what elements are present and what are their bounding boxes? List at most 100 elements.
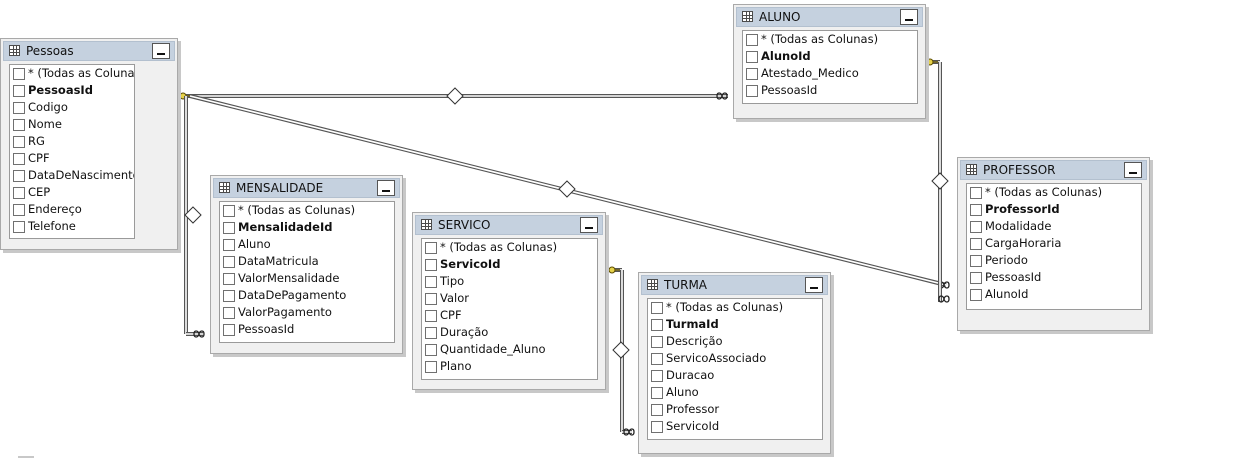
column-row[interactable]: MensalidadeId [220, 219, 394, 236]
column-checkbox[interactable] [425, 275, 437, 288]
column-checkbox[interactable] [223, 221, 235, 234]
column-row[interactable]: Valor [422, 290, 597, 307]
column-checkbox[interactable] [651, 369, 663, 382]
column-checkbox[interactable] [13, 67, 25, 80]
table-title-bar[interactable]: SERVICO [415, 215, 603, 235]
column-checkbox[interactable] [651, 318, 663, 331]
column-row[interactable]: CargaHoraria [967, 235, 1141, 252]
column-row[interactable]: ServicoId [422, 256, 597, 273]
column-row[interactable]: * (Todas as Colunas) [220, 202, 394, 219]
column-row[interactable]: * (Todas as Colunas) [648, 299, 822, 316]
column-checkbox[interactable] [13, 203, 25, 216]
column-row[interactable]: ServicoAssociado [648, 350, 822, 367]
column-checkbox[interactable] [223, 272, 235, 285]
column-checkbox[interactable] [651, 403, 663, 416]
minimize-button[interactable] [377, 180, 395, 196]
column-row[interactable]: ValorPagamento [220, 304, 394, 321]
column-row[interactable]: Aluno [648, 384, 822, 401]
column-row[interactable]: TurmaId [648, 316, 822, 333]
column-checkbox[interactable] [970, 288, 982, 301]
column-checkbox[interactable] [425, 360, 437, 373]
column-row[interactable]: PessoasId [743, 82, 917, 99]
column-row[interactable]: CPF [10, 150, 134, 167]
table-professor[interactable]: PROFESSOR * (Todas as Colunas)ProfessorI… [957, 157, 1150, 331]
column-checkbox[interactable] [425, 326, 437, 339]
column-row[interactable]: * (Todas as Colunas) [422, 239, 597, 256]
column-row[interactable]: RG [10, 133, 134, 150]
column-checkbox[interactable] [425, 241, 437, 254]
column-row[interactable]: DataDeNascimento [10, 167, 134, 184]
column-checkbox[interactable] [746, 84, 758, 97]
column-row[interactable]: Duração [422, 324, 597, 341]
column-checkbox[interactable] [651, 335, 663, 348]
column-row[interactable]: * (Todas as Colunas) [743, 31, 917, 48]
column-checkbox[interactable] [651, 352, 663, 365]
column-checkbox[interactable] [13, 84, 25, 97]
column-row[interactable]: PessoasId [967, 269, 1141, 286]
column-row[interactable]: Nome [10, 116, 134, 133]
column-row[interactable]: Endereço [10, 201, 134, 218]
column-checkbox[interactable] [425, 309, 437, 322]
table-title-bar[interactable]: MENSALIDADE [213, 178, 400, 198]
column-checkbox[interactable] [970, 271, 982, 284]
minimize-button[interactable] [805, 277, 823, 293]
column-checkbox[interactable] [970, 254, 982, 267]
minimize-button[interactable] [152, 43, 170, 59]
column-checkbox[interactable] [223, 323, 235, 336]
minimize-button[interactable] [900, 9, 918, 25]
column-checkbox[interactable] [970, 237, 982, 250]
table-title-bar[interactable]: Pessoas [3, 41, 175, 61]
table-mensalidade[interactable]: MENSALIDADE * (Todas as Colunas)Mensalid… [210, 175, 403, 354]
column-row[interactable]: ProfessorId [967, 201, 1141, 218]
column-checkbox[interactable] [970, 186, 982, 199]
column-row[interactable]: PessoasId [10, 82, 134, 99]
column-row[interactable]: Telefone [10, 218, 134, 235]
column-row[interactable]: Modalidade [967, 218, 1141, 235]
table-title-bar[interactable]: PROFESSOR [960, 160, 1147, 180]
column-row[interactable]: * (Todas as Colunas) [967, 184, 1141, 201]
column-row[interactable]: Tipo [422, 273, 597, 290]
column-row[interactable]: Aluno [220, 236, 394, 253]
column-row[interactable]: * (Todas as Colunas) [10, 65, 134, 82]
column-checkbox[interactable] [13, 101, 25, 114]
column-checkbox[interactable] [13, 118, 25, 131]
column-checkbox[interactable] [223, 255, 235, 268]
column-checkbox[interactable] [425, 258, 437, 271]
column-checkbox[interactable] [970, 220, 982, 233]
column-row[interactable]: DataMatricula [220, 253, 394, 270]
column-checkbox[interactable] [223, 204, 235, 217]
column-row[interactable]: ValorMensalidade [220, 270, 394, 287]
column-row[interactable]: Atestado_Medico [743, 65, 917, 82]
column-checkbox[interactable] [425, 343, 437, 356]
column-row[interactable]: Periodo [967, 252, 1141, 269]
minimize-button[interactable] [1124, 162, 1142, 178]
column-checkbox[interactable] [13, 135, 25, 148]
column-row[interactable]: Quantidade_Aluno [422, 341, 597, 358]
column-checkbox[interactable] [13, 186, 25, 199]
column-checkbox[interactable] [651, 386, 663, 399]
column-row[interactable]: Plano [422, 358, 597, 375]
column-row[interactable]: PessoasId [220, 321, 394, 338]
table-title-bar[interactable]: TURMA [641, 275, 828, 295]
column-row[interactable]: CEP [10, 184, 134, 201]
table-title-bar[interactable]: ALUNO [736, 7, 923, 27]
column-checkbox[interactable] [13, 152, 25, 165]
column-checkbox[interactable] [13, 169, 25, 182]
column-row[interactable]: Duracao [648, 367, 822, 384]
column-row[interactable]: AlunoId [743, 48, 917, 65]
column-checkbox[interactable] [425, 292, 437, 305]
column-checkbox[interactable] [746, 67, 758, 80]
column-row[interactable]: Codigo [10, 99, 134, 116]
column-row[interactable]: DataDePagamento [220, 287, 394, 304]
column-row[interactable]: CPF [422, 307, 597, 324]
column-checkbox[interactable] [651, 301, 663, 314]
column-checkbox[interactable] [746, 33, 758, 46]
column-checkbox[interactable] [746, 50, 758, 63]
minimize-button[interactable] [580, 217, 598, 233]
column-checkbox[interactable] [223, 289, 235, 302]
column-row[interactable]: AlunoId [967, 286, 1141, 303]
